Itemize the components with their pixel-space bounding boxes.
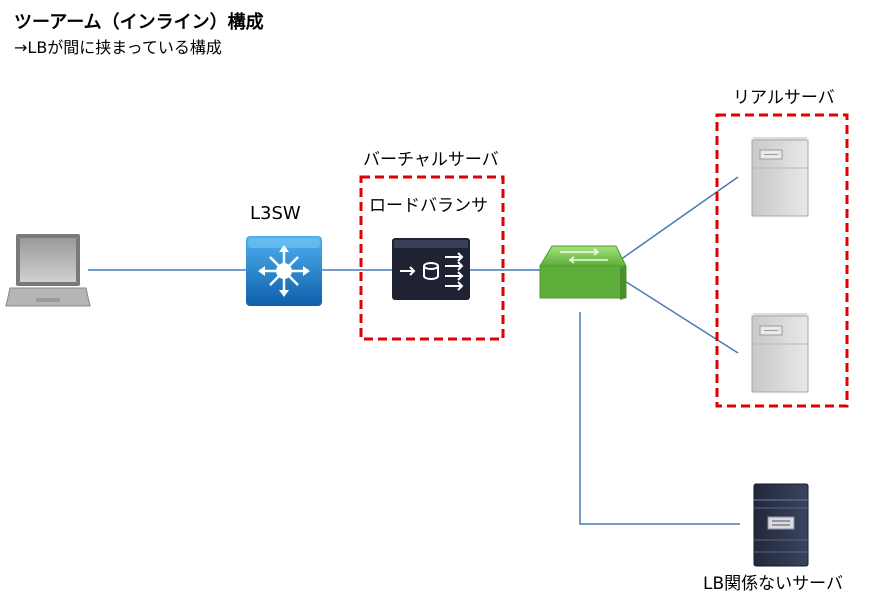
l2-switch-icon — [539, 245, 627, 300]
laptop-icon — [5, 234, 91, 307]
virtual-server-group-box — [359, 175, 505, 341]
network-links — [88, 176, 740, 525]
link-switch-realserver-2 — [619, 277, 739, 354]
load-balancer-icon — [392, 238, 470, 300]
diagram-subtitle: →LBが間に挟まっている構成 — [14, 38, 222, 57]
virtual-server-label: バーチャルサーバ — [363, 150, 499, 170]
l3-switch-icon — [246, 236, 322, 306]
load-balancer-label: ロードバランサ — [369, 196, 488, 216]
real-server-group-box — [715, 113, 849, 408]
link-switch-realserver-1 — [619, 176, 739, 261]
unrelated-server-label: LB関係ないサーバ — [703, 574, 843, 594]
real-server-label: リアルサーバ — [733, 88, 835, 108]
real-server-2-icon — [751, 313, 809, 393]
link-switch-unrelated-server — [579, 312, 740, 525]
l3sw-label: L3SW — [250, 203, 301, 224]
diagram-title: ツーアーム（インライン）構成 — [14, 12, 264, 33]
real-server-1-icon — [751, 137, 809, 217]
unrelated-server-icon — [753, 483, 809, 567]
